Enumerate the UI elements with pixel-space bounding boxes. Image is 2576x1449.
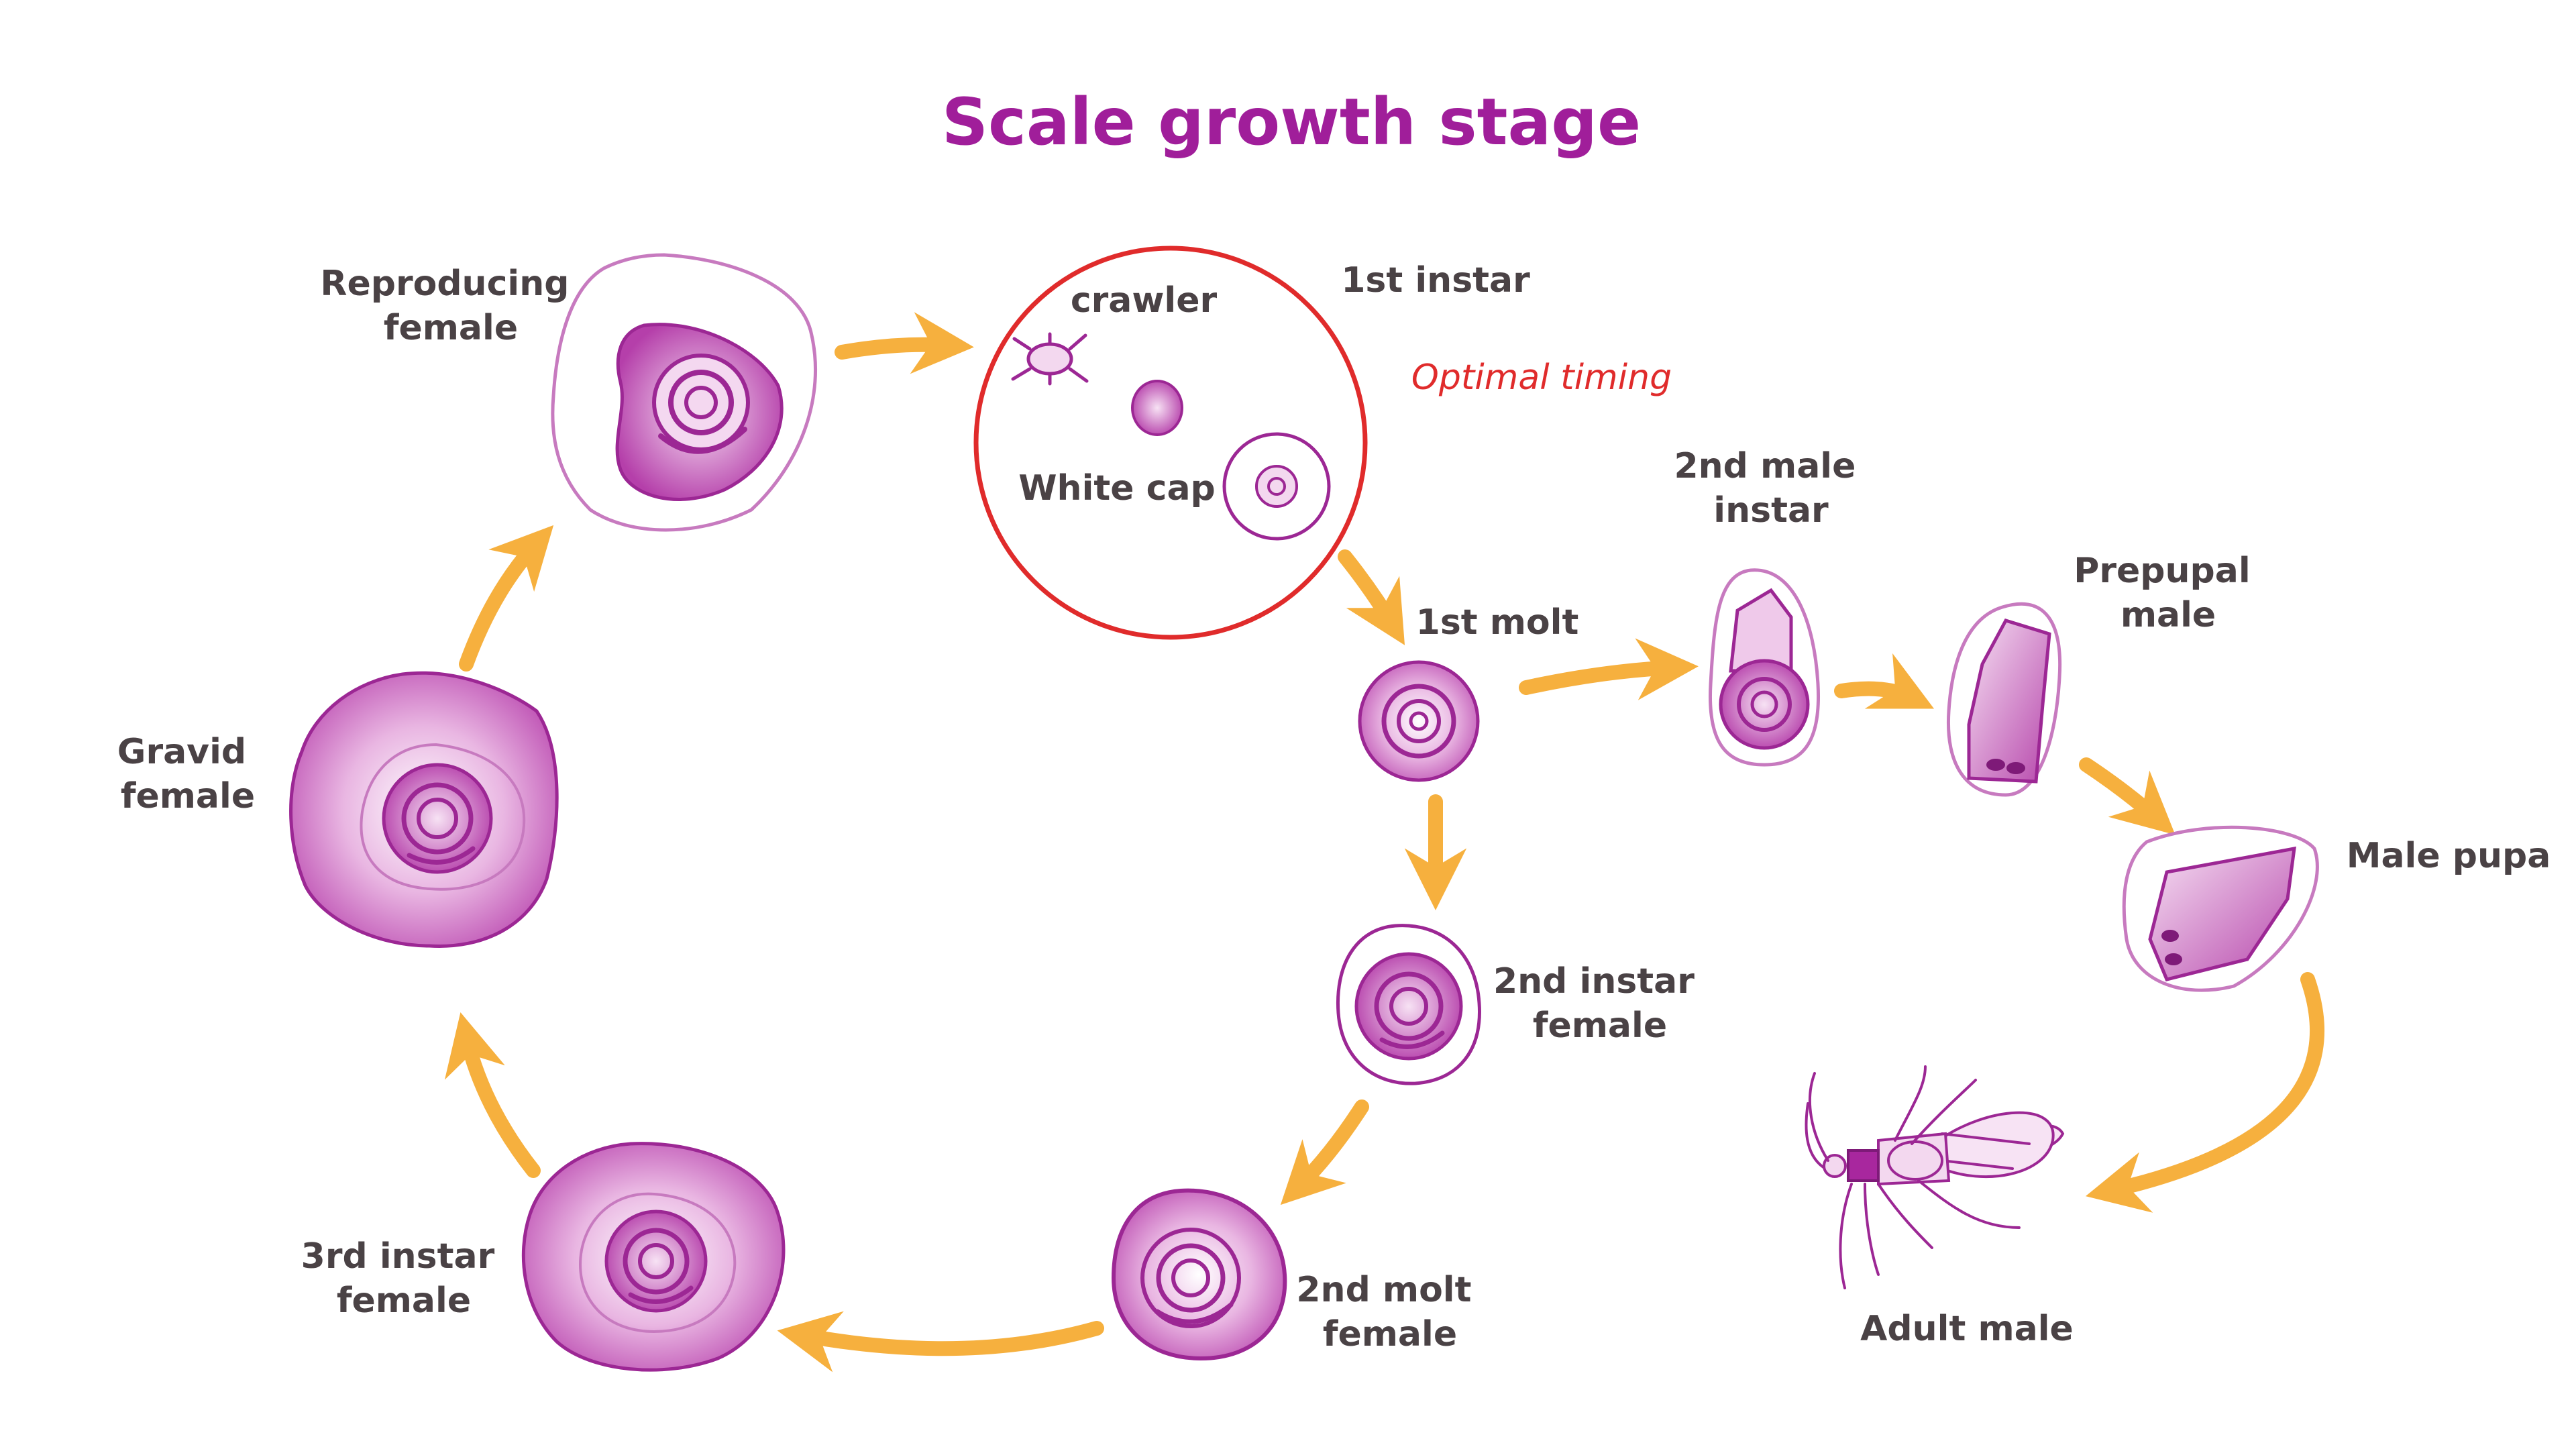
- label-male-pupa: Male pupa: [2347, 836, 2551, 876]
- second-instar-female-scale: [1336, 924, 1481, 1085]
- reproducing-female-scale: [551, 253, 817, 532]
- diagram-title: Scale growth stage: [942, 85, 1641, 160]
- label-crawler: crawler: [1071, 280, 1218, 321]
- label-reproducing-female: Reproducing female: [320, 264, 581, 348]
- arrow-second-instar-to-second-molt: [1280, 1099, 1369, 1205]
- arrow-reproducing-to-first-instar: [835, 312, 974, 374]
- third-instar-female-scale: [521, 1142, 786, 1372]
- arrow-second-molt-to-third-instar: [777, 1311, 1104, 1373]
- cycle-arrows: [444, 312, 2325, 1373]
- arrow-male-pupa-to-adult-male: [2085, 972, 2325, 1213]
- label-prepupal-male: Prepupal male: [2074, 551, 2263, 635]
- arrow-first-molt-to-second-male-instar: [1519, 638, 1699, 700]
- label-gravid-female: Gravid female: [117, 732, 258, 816]
- crawler-icon: [1011, 332, 1089, 386]
- label-adult-male: Adult male: [1860, 1309, 2074, 1349]
- second-male-instar-scale: [1708, 568, 1821, 767]
- label-first-instar: 1st instar: [1341, 260, 1530, 301]
- settled-crawler-icon: [1131, 380, 1183, 436]
- label-second-molt-female: 2nd molt female: [1296, 1270, 1483, 1354]
- white-cap-icon: [1222, 432, 1331, 541]
- gravid-female-scale: [289, 671, 559, 948]
- adult-male-insect-icon: [1805, 1065, 2065, 1289]
- label-first-molt: 1st molt: [1416, 602, 1579, 643]
- label-optimal-timing: Optimal timing: [1411, 358, 1672, 398]
- second-molt-female-scale: [1111, 1188, 1287, 1361]
- prepupal-male-scale: [1946, 602, 2062, 797]
- arrow-third-instar-to-gravid: [444, 1012, 541, 1178]
- label-second-instar-female: 2nd instar female: [1493, 961, 1707, 1046]
- arrow-second-male-instar-to-prepupal: [1834, 653, 1935, 709]
- arrow-first-instar-to-first-molt: [1338, 549, 1405, 645]
- first-molt-scale: [1358, 660, 1480, 782]
- label-white-cap: White cap: [1018, 468, 1216, 508]
- male-pupa-scale: [2122, 825, 2319, 992]
- label-third-instar-female: 3rd instar female: [301, 1236, 507, 1321]
- arrow-gravid-to-reproducing: [459, 525, 554, 672]
- arrow-prepupal-to-male-pupa: [2079, 757, 2176, 835]
- label-second-male-instar: 2nd male instar: [1674, 446, 1868, 531]
